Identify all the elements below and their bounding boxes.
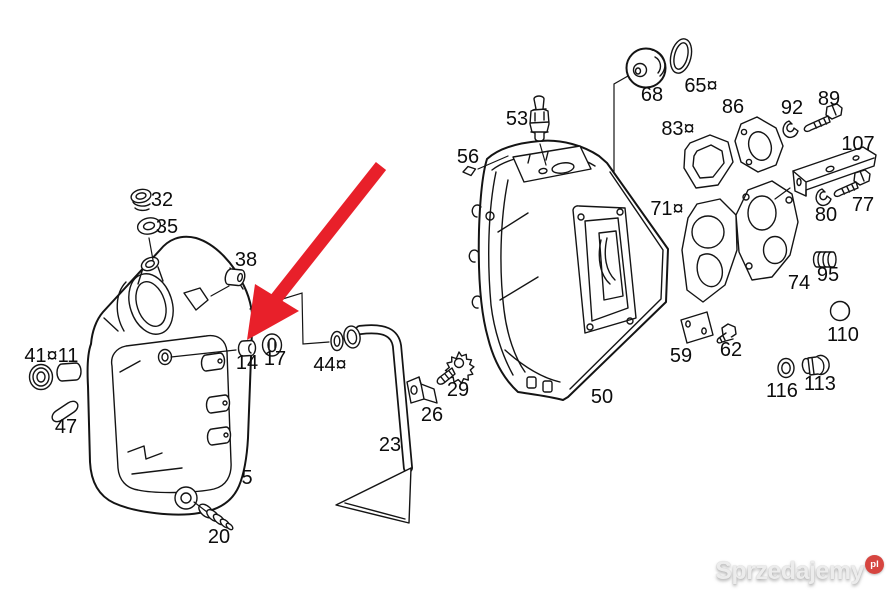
- part-label-56: 56: [457, 146, 479, 168]
- watermark-tld-text: pl: [870, 558, 879, 570]
- part-23-filler-tube: [335, 324, 413, 524]
- part-label-29: 29: [447, 379, 469, 401]
- part-label-53: 53: [506, 108, 528, 130]
- part-label-89: 89: [818, 88, 840, 110]
- part-68-plug: [625, 47, 667, 89]
- part-label-44: 44¤: [313, 354, 346, 376]
- switch-pad: [512, 145, 592, 183]
- part-label-68: 68: [641, 84, 663, 106]
- part-label-62: 62: [720, 339, 742, 361]
- leader-lines: [148, 75, 791, 513]
- part-32-plug: [130, 188, 152, 212]
- part-44-seal-ring: [330, 330, 344, 352]
- part-label-59: 59: [670, 345, 692, 367]
- part-107-bracket: [792, 146, 877, 197]
- watermark-brand-text: Sprzedajemy: [715, 557, 864, 585]
- top-boss: [137, 256, 164, 285]
- part-label-110: 110: [827, 324, 859, 346]
- part-label-92: 92: [781, 97, 803, 119]
- part-label-107: 107: [841, 133, 874, 155]
- drain-boss: [174, 486, 198, 510]
- part-label-14: 14: [236, 352, 258, 374]
- part-47-pin: [51, 400, 79, 423]
- part-77-bolt: [833, 169, 871, 198]
- highlight-arrow-part-14: [247, 161, 387, 340]
- part-26-bracket: [406, 376, 438, 404]
- part-65-seal-ring: [669, 38, 693, 74]
- part-label-23: 23: [379, 434, 401, 456]
- part-110-cap: [829, 300, 851, 322]
- part-label-26: 26: [421, 404, 443, 426]
- part-92-clip: [782, 120, 799, 139]
- part-41-seal: [28, 363, 54, 391]
- part-label-74: 74: [788, 272, 810, 294]
- part-label-65: 65¤: [684, 75, 717, 97]
- part-label-116: 116: [766, 380, 798, 402]
- part-label-95: 95: [817, 264, 839, 286]
- part-label-80: 80: [815, 204, 837, 226]
- part-label-41: 41¤: [24, 345, 57, 367]
- part-56-clip: [462, 165, 477, 177]
- part-label-32: 32: [151, 189, 173, 211]
- part-label-113: 113: [804, 373, 836, 395]
- part-89-bolt: [803, 103, 843, 133]
- part-label-35: 35: [156, 216, 178, 238]
- part-label-11: 11: [58, 345, 79, 367]
- part-38-bushing: [224, 268, 246, 287]
- part-86-plate: [734, 116, 784, 173]
- part-label-83: 83¤: [661, 118, 694, 140]
- part-74-cover: [735, 180, 799, 281]
- part-label-20: 20: [208, 526, 230, 548]
- part-14-mounting-hole: [157, 348, 173, 366]
- part-label-47: 47: [55, 416, 77, 438]
- part-14-bushing: [237, 339, 257, 357]
- control-window-frame: [572, 205, 637, 334]
- part-53-switch: [529, 95, 550, 142]
- part-113-plug: [801, 354, 830, 376]
- part-label-17: 17: [264, 348, 286, 370]
- part-62-bolt: [716, 323, 737, 344]
- watermark-pl-badge: pl: [865, 555, 884, 574]
- part-label-38: 38: [235, 249, 257, 271]
- watermark-sprzedajemy-logo: Sprzedajemy pl: [715, 555, 884, 585]
- stud-bosses: [200, 352, 232, 446]
- part-label-50: 50: [591, 386, 613, 408]
- part-label-86: 86: [722, 96, 744, 118]
- part-116-seal-ring: [777, 357, 795, 379]
- part-50-extension-housing: [468, 139, 669, 401]
- part-35-seal-ring: [136, 217, 162, 235]
- part-label-71: 71¤: [650, 198, 683, 220]
- part-83-gasket: [683, 134, 734, 189]
- part-59-plate: [680, 311, 714, 344]
- part-5-rear-cover: [86, 235, 254, 516]
- part-80-clip: [815, 188, 832, 207]
- part-label-5: 5: [241, 467, 252, 489]
- part-11-bushing: [56, 362, 82, 382]
- part-17-grooved-ring: [261, 333, 283, 357]
- part-label-77: 77: [852, 194, 874, 216]
- part-95-plug: [812, 251, 837, 268]
- part-71-gasket: [681, 198, 738, 303]
- part-29-bolt-lockwasher: [436, 351, 475, 385]
